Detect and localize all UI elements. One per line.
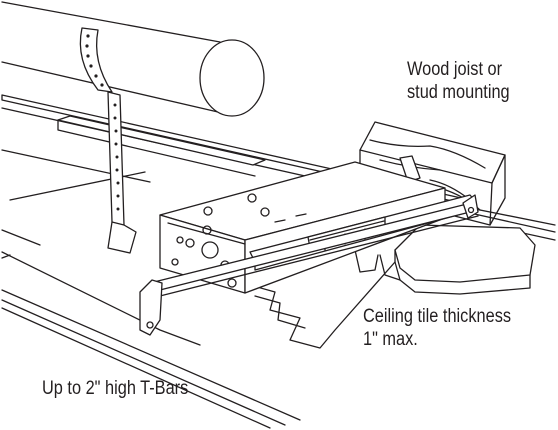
joist-bracket [399, 155, 421, 183]
ceiling-tile-label: Ceiling tile thickness 1" max. [363, 305, 511, 351]
ceiling-tile-label-line-1: Ceiling tile thickness [363, 306, 512, 327]
hanger-strap [107, 91, 137, 254]
end-clips [139, 194, 479, 336]
pipe-bottom-edge [1, 61, 219, 113]
pipe-top-edge [1, 1, 221, 43]
perforated-strap [79, 27, 113, 93]
wood-joist-label: Wood joist or stud mounting [407, 58, 510, 104]
wood-joist-label-line-2: stud mounting [407, 82, 510, 103]
t-bar-label: Up to 2" high T-Bars [42, 378, 189, 399]
pipe-end [199, 39, 265, 117]
left-end-clip [139, 279, 163, 336]
wood-joist-label-line-1: Wood joist or [407, 59, 503, 80]
ceiling-tile [249, 224, 536, 349]
t-bar-rail-left [1, 229, 41, 246]
t-bar-front [1, 289, 301, 421]
ceiling-tile-label-line-2: 1" max. [363, 329, 418, 350]
t-bar-rail-mid [57, 115, 266, 166]
right-end-clip [462, 194, 479, 219]
overhead-pipe [1, 1, 265, 117]
